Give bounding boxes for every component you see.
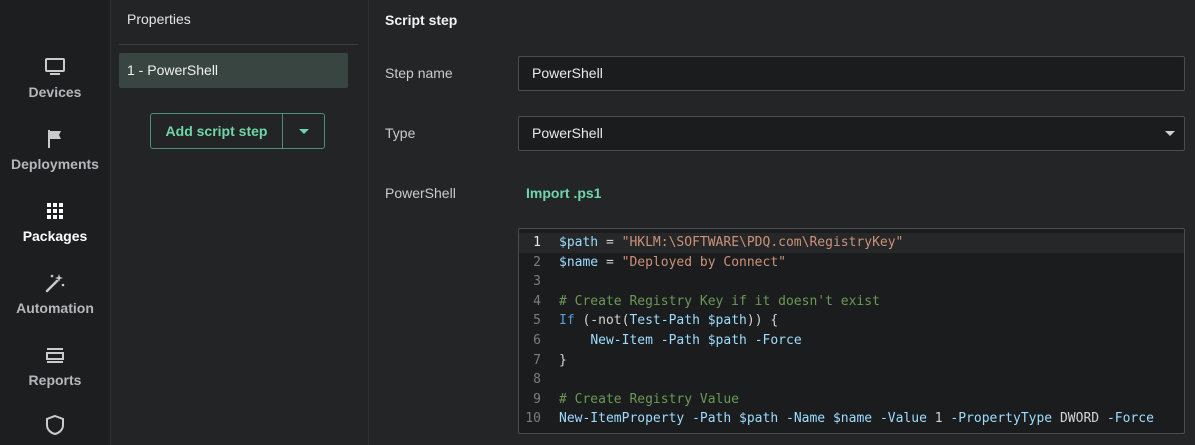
line-number: 6 bbox=[533, 333, 541, 348]
code-editor[interactable]: 1 $path = "HKLM:\SOFTWARE\PDQ.com\Registr… bbox=[518, 228, 1185, 434]
code-line[interactable]: 1 $path = "HKLM:\SOFTWARE\PDQ.com\Registr… bbox=[519, 233, 1184, 253]
add-script-step-split-button: Add script step bbox=[150, 113, 325, 149]
line-number: 10 bbox=[525, 411, 541, 427]
add-script-step-dropdown-button[interactable] bbox=[283, 114, 324, 148]
code-line[interactable]: 10 New-ItemProperty -Path $path -Name $na… bbox=[519, 409, 1184, 429]
divider bbox=[119, 44, 358, 45]
nav-item-devices[interactable]: Devices bbox=[0, 56, 110, 100]
script-step-item[interactable]: 1 - PowerShell bbox=[119, 53, 348, 88]
code-line[interactable]: 9 # Create Registry Value bbox=[519, 390, 1184, 410]
nav-item-label: Deployments bbox=[11, 156, 99, 172]
magic-wand-icon bbox=[45, 274, 65, 293]
type-label: Type bbox=[385, 125, 416, 141]
nav-item-label: Packages bbox=[22, 228, 88, 244]
grid-icon bbox=[47, 203, 63, 219]
code-text: New-ItemProperty -Path $path -Name $name… bbox=[559, 411, 1154, 427]
line-number: 9 bbox=[533, 391, 541, 407]
code-line[interactable]: 4 # Create Registry Key if it doesn't exi… bbox=[519, 292, 1184, 312]
left-nav: Devices Deployments Packages Automa bbox=[0, 0, 111, 445]
code-text: If (-not(Test-Path $path)) { bbox=[559, 313, 779, 329]
code-line[interactable]: 7} bbox=[519, 351, 1184, 371]
properties-title: Properties bbox=[127, 11, 191, 27]
code-line[interactable]: 6 New-Item -Path $path -Force bbox=[519, 331, 1184, 351]
line-number: 1 bbox=[533, 235, 541, 250]
line-number: 8 bbox=[533, 372, 541, 388]
nav-item-label: Automation bbox=[16, 300, 94, 316]
nav-item-label: Reports bbox=[28, 372, 82, 388]
nav-item-label: Devices bbox=[28, 84, 82, 100]
flag-icon bbox=[48, 130, 61, 148]
code-line[interactable]: 3 bbox=[519, 272, 1184, 292]
code-text: # Create Registry Key if it doesn't exis… bbox=[559, 293, 880, 309]
chevron-down-icon bbox=[1165, 131, 1175, 136]
chevron-down-icon bbox=[298, 128, 309, 134]
script-step-panel: Script step Step name PowerShell Type Po… bbox=[370, 0, 1195, 445]
shield-icon bbox=[46, 414, 64, 436]
line-number: 5 bbox=[533, 313, 541, 329]
step-name-input[interactable]: PowerShell bbox=[518, 56, 1185, 91]
type-select[interactable]: PowerShell bbox=[518, 116, 1185, 151]
code-line[interactable]: 5 If (-not(Test-Path $path)) { bbox=[519, 311, 1184, 331]
add-script-step-button[interactable]: Add script step bbox=[151, 114, 283, 148]
line-number: 7 bbox=[533, 352, 541, 368]
monitor-icon bbox=[45, 58, 65, 75]
nav-item-packages[interactable]: Packages bbox=[0, 200, 110, 244]
code-line[interactable]: 8 bbox=[519, 370, 1184, 390]
code-line[interactable]: 2 $name = "Deployed by Connect" bbox=[519, 253, 1184, 273]
line-number: 2 bbox=[533, 254, 541, 270]
code-text: New-Item -Path $path -Force bbox=[590, 333, 802, 348]
import-ps1-link[interactable]: Import .ps1 bbox=[526, 185, 602, 201]
powershell-label: PowerShell bbox=[385, 185, 456, 201]
section-title: Script step bbox=[385, 12, 458, 28]
reports-icon bbox=[46, 348, 64, 363]
code-text: # Create Registry Value bbox=[559, 391, 740, 407]
line-number: 3 bbox=[533, 274, 541, 290]
step-name-label: Step name bbox=[385, 65, 453, 81]
nav-item-security[interactable] bbox=[0, 414, 110, 436]
code-text: } bbox=[559, 352, 567, 368]
code-text: $name = "Deployed by Connect" bbox=[559, 254, 786, 270]
line-number: 4 bbox=[533, 293, 541, 309]
type-select-value: PowerShell bbox=[532, 125, 603, 141]
code-text: $path = "HKLM:\SOFTWARE\PDQ.com\Registry… bbox=[559, 235, 904, 250]
nav-item-reports[interactable]: Reports bbox=[0, 344, 110, 388]
nav-item-deployments[interactable]: Deployments bbox=[0, 128, 110, 172]
nav-item-automation[interactable]: Automation bbox=[0, 272, 110, 316]
properties-panel: Properties 1 - PowerShell Add script ste… bbox=[111, 0, 369, 445]
